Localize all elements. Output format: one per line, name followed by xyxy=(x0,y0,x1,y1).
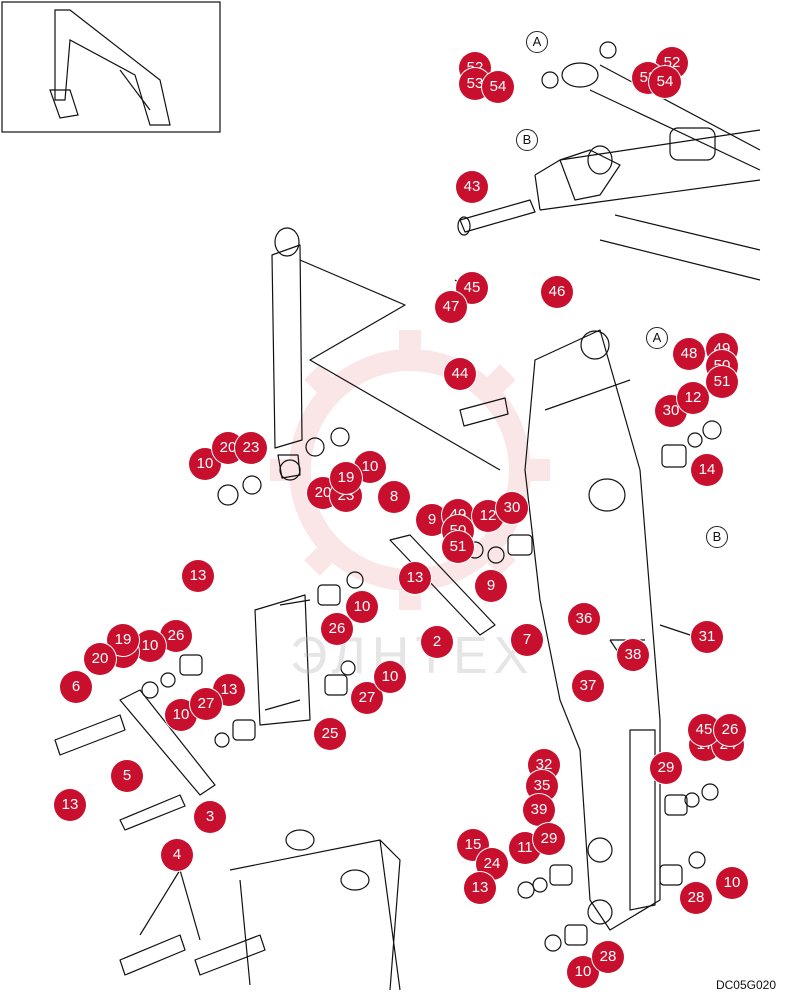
callout-13[interactable]: 13 xyxy=(399,562,431,594)
callout-5[interactable]: 5 xyxy=(111,760,143,792)
callout-46[interactable]: 46 xyxy=(541,276,573,308)
callout-38[interactable]: 38 xyxy=(617,639,649,671)
callout-45[interactable]: 45 xyxy=(456,272,488,304)
callout-10[interactable]: 10 xyxy=(716,867,748,899)
callout-54[interactable]: 54 xyxy=(649,66,681,98)
callout-51[interactable]: 51 xyxy=(706,366,738,398)
callout-29[interactable]: 29 xyxy=(533,823,565,855)
callout-6[interactable]: 6 xyxy=(60,671,92,703)
reference-letter-a-arm: A xyxy=(646,327,668,349)
callout-31[interactable]: 31 xyxy=(691,621,723,653)
callout-30[interactable]: 30 xyxy=(496,492,528,524)
callout-37[interactable]: 37 xyxy=(572,670,604,702)
callout-13[interactable]: 13 xyxy=(464,872,496,904)
callout-54[interactable]: 54 xyxy=(482,71,514,103)
callout-28[interactable]: 28 xyxy=(680,882,712,914)
callout-10[interactable]: 10 xyxy=(346,591,378,623)
callout-44[interactable]: 44 xyxy=(444,358,476,390)
callout-43[interactable]: 43 xyxy=(456,171,488,203)
callout-10[interactable]: 10 xyxy=(134,630,166,662)
callout-8[interactable]: 8 xyxy=(378,481,410,513)
callout-2[interactable]: 2 xyxy=(421,626,453,658)
callout-14[interactable]: 14 xyxy=(691,454,723,486)
callout-3[interactable]: 3 xyxy=(194,801,226,833)
callout-9[interactable]: 9 xyxy=(475,570,507,602)
callout-20[interactable]: 20 xyxy=(84,643,116,675)
callout-26[interactable]: 26 xyxy=(321,613,353,645)
callout-47[interactable]: 47 xyxy=(435,291,467,323)
callout-19[interactable]: 19 xyxy=(107,624,139,656)
callout-27[interactable]: 27 xyxy=(190,688,222,720)
callout-10[interactable]: 10 xyxy=(374,661,406,693)
reference-letter-b-top: B xyxy=(516,129,538,151)
callout-23[interactable]: 23 xyxy=(235,432,267,464)
callout-10[interactable]: 10 xyxy=(165,699,197,731)
callout-26[interactable]: 26 xyxy=(160,620,192,652)
callout-29[interactable]: 29 xyxy=(650,752,682,784)
callout-26[interactable]: 26 xyxy=(714,714,746,746)
callout-36[interactable]: 36 xyxy=(568,603,600,635)
reference-letter-a-top: A xyxy=(526,31,548,53)
callout-39[interactable]: 39 xyxy=(523,794,555,826)
callout-28[interactable]: 28 xyxy=(592,941,624,973)
reference-letter-b-arm: B xyxy=(706,526,728,548)
callout-19[interactable]: 19 xyxy=(330,462,362,494)
callout-7[interactable]: 7 xyxy=(511,624,543,656)
callout-4[interactable]: 4 xyxy=(161,839,193,871)
callout-51[interactable]: 51 xyxy=(442,531,474,563)
callout-12[interactable]: 12 xyxy=(677,382,709,414)
callout-48[interactable]: 48 xyxy=(673,338,705,370)
callout-13[interactable]: 13 xyxy=(182,560,214,592)
parts-drawing xyxy=(54,41,761,991)
inset-thumbnail xyxy=(1,1,221,133)
callout-13[interactable]: 13 xyxy=(54,789,86,821)
diagram-code: DC05G020 xyxy=(715,978,776,992)
callout-25[interactable]: 25 xyxy=(314,718,346,750)
